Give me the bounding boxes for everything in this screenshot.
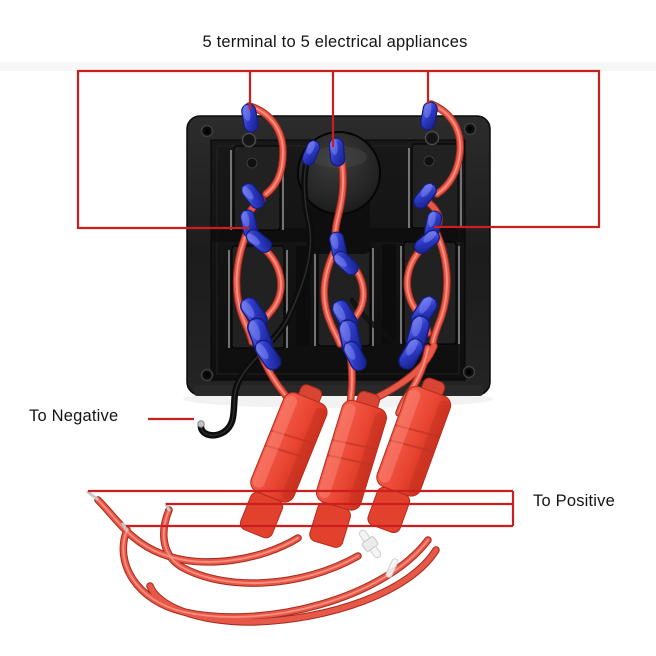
to-negative-label: To Negative xyxy=(29,407,119,425)
zip-tie xyxy=(358,529,399,578)
switch-top-left xyxy=(230,132,284,231)
negative-wire-tip xyxy=(197,420,205,428)
annotation-bracket-positive xyxy=(88,489,515,528)
background-band xyxy=(0,62,656,71)
page-title: 5 terminal to 5 electrical appliances xyxy=(202,33,468,51)
fuse-holder-3 xyxy=(367,377,452,534)
annotation-bracket-terminals xyxy=(76,69,601,230)
fuse-holders xyxy=(239,377,452,548)
to-positive-label: To Positive xyxy=(533,492,615,510)
corner-screw xyxy=(200,122,477,382)
